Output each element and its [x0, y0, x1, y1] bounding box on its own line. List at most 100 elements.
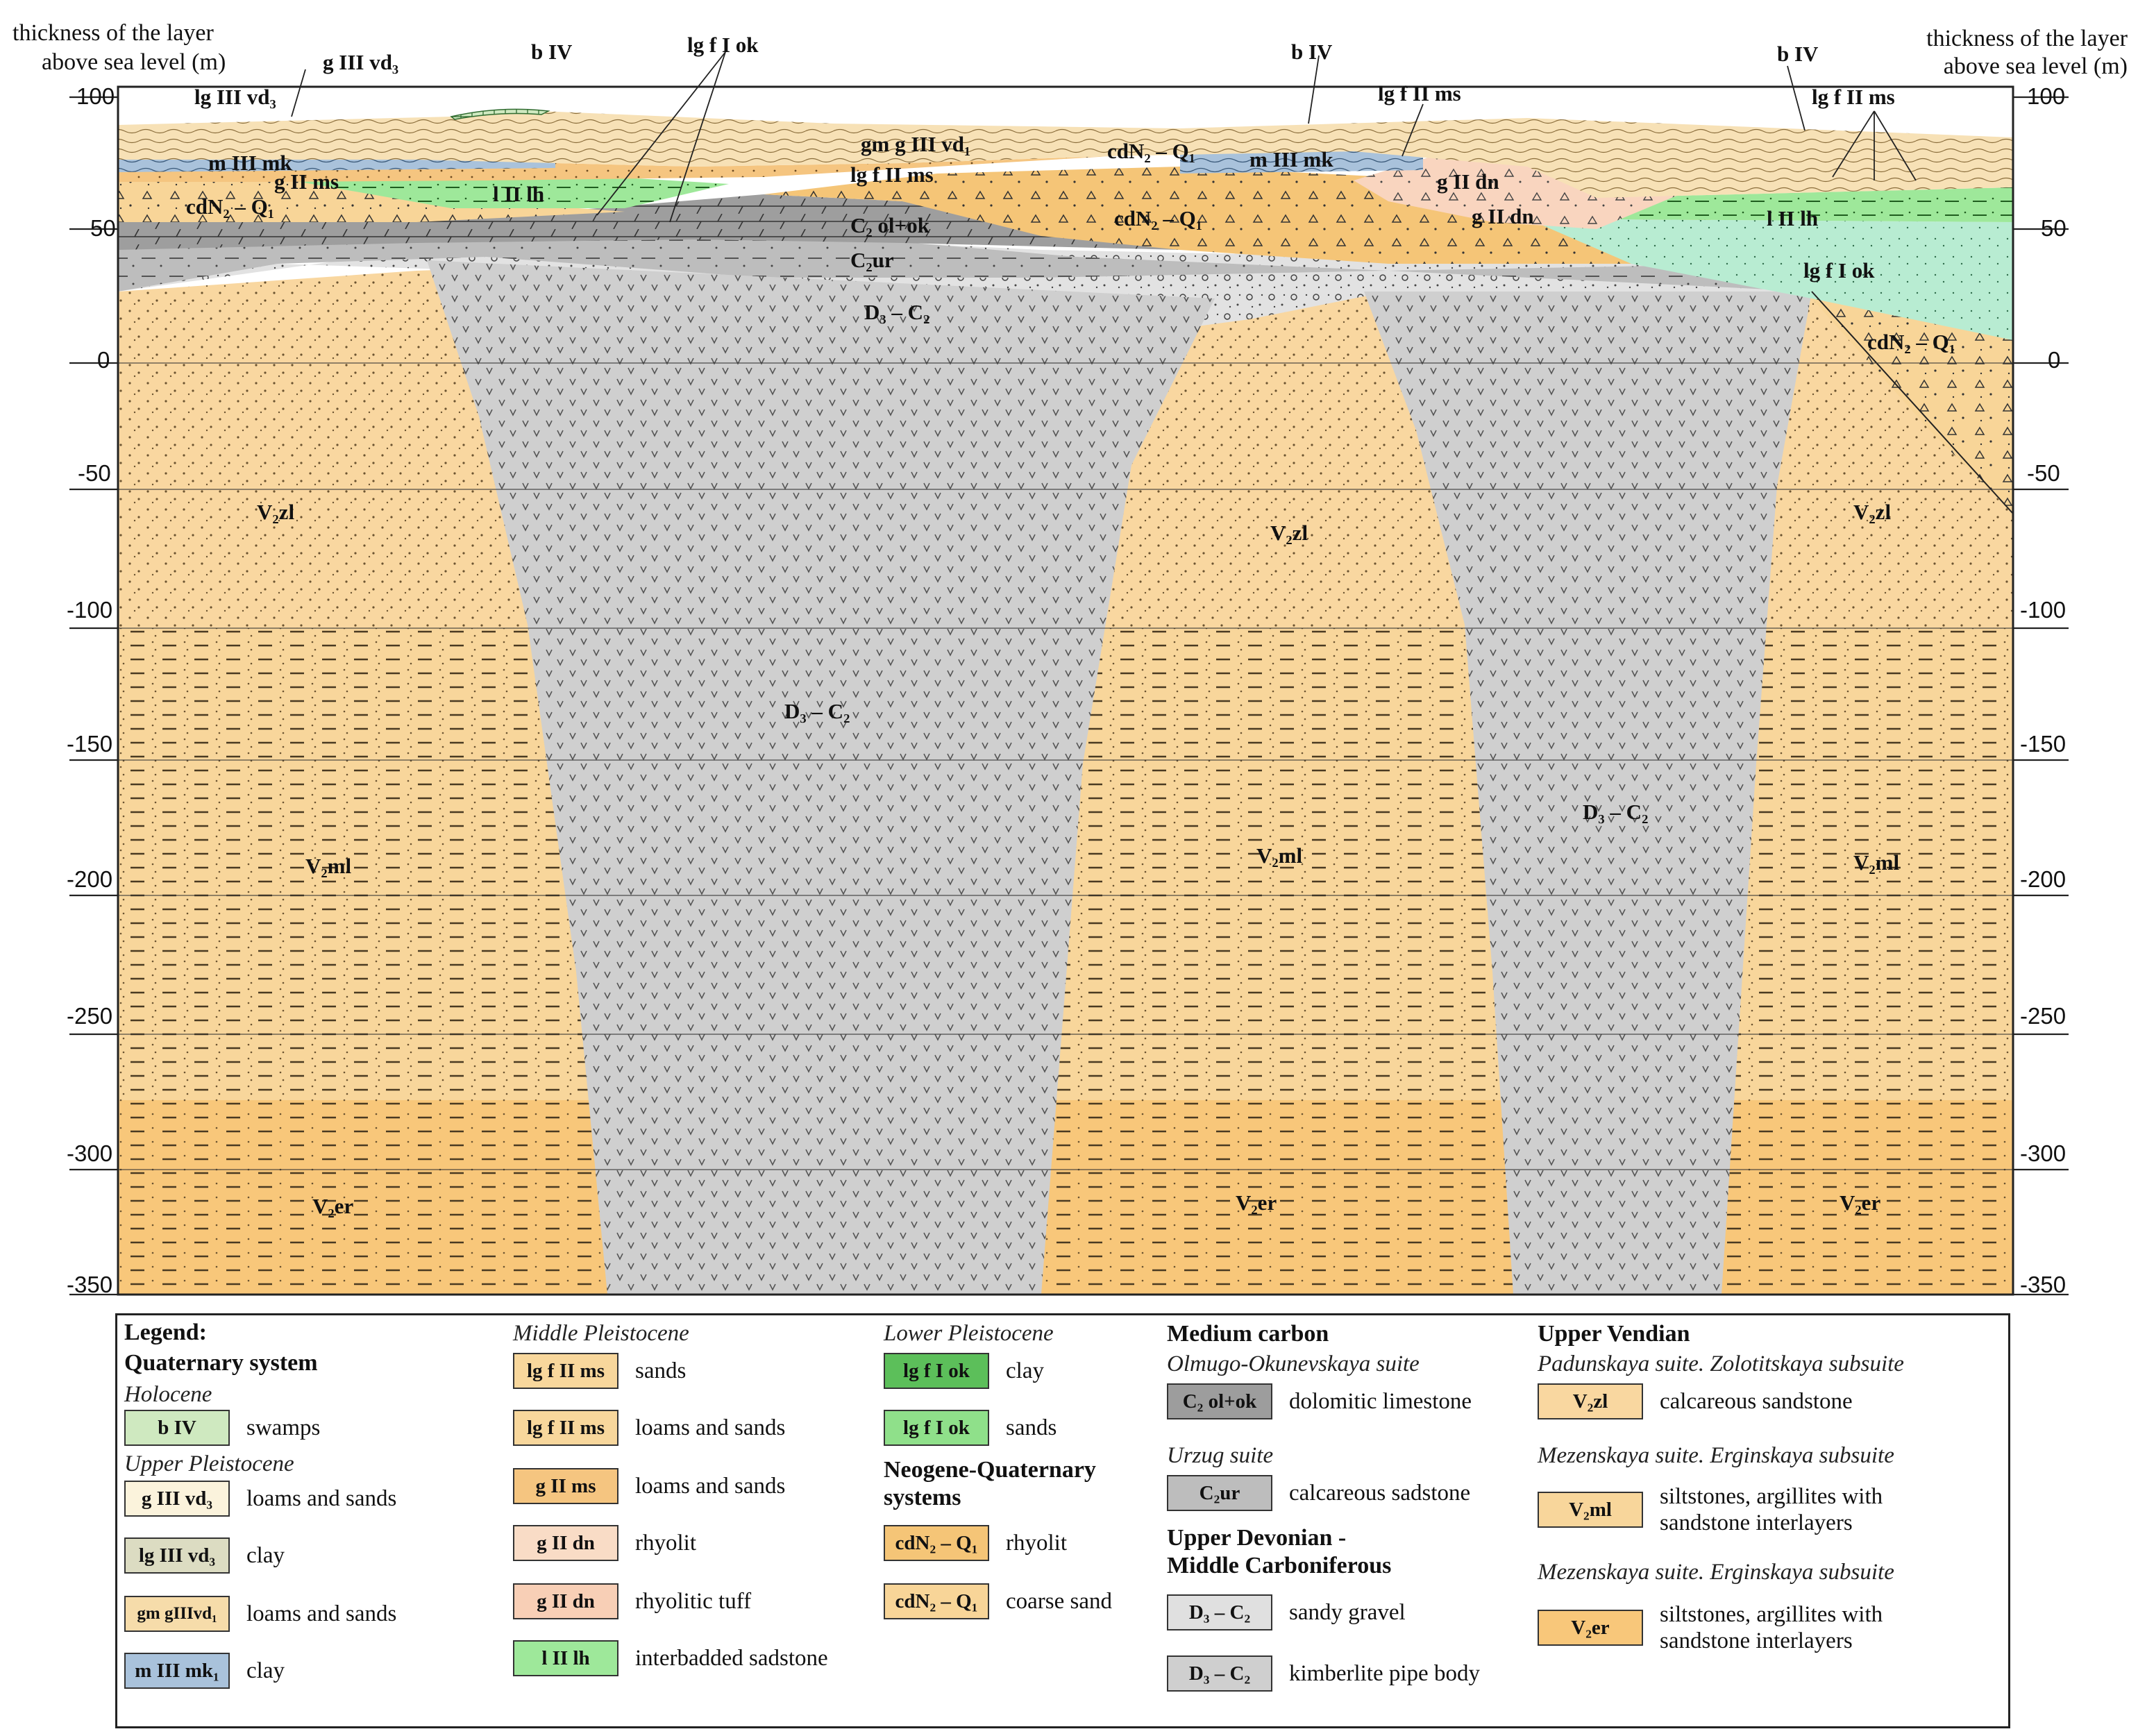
tick-label: -250 [67, 1003, 112, 1029]
left-axis-title-2: above sea level (m) [42, 49, 226, 75]
swatch-lgfIIms-loam: lg f II ms [513, 1410, 618, 1446]
layer-cdN2Q1-left [118, 177, 625, 222]
swatch-gmgIIIvd1: gm gIIIvd₁ [124, 1596, 230, 1632]
layer-C2ur [118, 229, 1812, 292]
label-V2ml-right: V₂ml [1853, 850, 1900, 875]
tick-label: 0 [97, 347, 110, 373]
legend-desc: clay [246, 1543, 285, 1568]
strata [118, 108, 2014, 1295]
swatch-gIIdn-tuff: g II dn [513, 1583, 618, 1619]
legend-olmugo: Olmugo-Okunevskaya suite [1167, 1351, 1420, 1376]
legend-desc: siltstones, argillites with sandstone in… [1660, 1602, 1883, 1653]
legend-upper-vendian: Upper Vendian [1538, 1321, 1690, 1347]
legend-item-V2er: V₂er siltstones, argillites with sandsto… [1538, 1600, 1951, 1655]
legend-desc: sandy gravel [1289, 1600, 1406, 1625]
section-labels: lg III vd₃ g III vd₃ b IV lg f I ok m II… [186, 33, 1955, 1218]
legend-item-lgfIIms-sands: lg f II ms sands [513, 1351, 686, 1390]
tick-label: -350 [2020, 1272, 2066, 1297]
label-V2zl-left: V₂zl [257, 500, 294, 524]
tick-label: -250 [2020, 1003, 2066, 1029]
legend-desc: kimberlite pipe body [1289, 1661, 1480, 1686]
legend-item-gIIms: g II ms loams and sands [513, 1467, 785, 1506]
tick-label: 100 [2027, 83, 2065, 109]
legend-upper-pleistocene: Upper Pleistocene [124, 1451, 294, 1476]
tick-label: 50 [2041, 215, 2067, 241]
right-axis [2013, 96, 2069, 1296]
legend-desc: sands [635, 1358, 687, 1383]
legend-holocene: Holocene [124, 1382, 212, 1407]
tick-label: -150 [67, 731, 112, 757]
legend-desc: coarse sand [1006, 1589, 1113, 1614]
label-lIIlh: l II lh [493, 182, 544, 206]
legend-desc: clay [1006, 1358, 1044, 1383]
layer-lIIlh-left [292, 174, 729, 208]
legend-item-gmgIIIvd1: gm gIIIvd₁ loams and sands [124, 1594, 396, 1633]
legend-mezenskaya-2: Mezenskaya suite. Erginskaya subsuite [1538, 1560, 1894, 1585]
tick-label: 100 [76, 83, 115, 109]
tick-label: -100 [2020, 597, 2066, 623]
legend-item-V2ml: V₂ml siltstones, argillites with sandsto… [1538, 1482, 1951, 1537]
label-V2er-mid: V₂er [1236, 1190, 1277, 1215]
layer-cdN2Q1-right [1812, 298, 2013, 514]
legend-item-lIIlh: l II lh interbadded sadstone [513, 1639, 828, 1678]
layer-C2olok [118, 194, 1180, 250]
right-axis-title-2: above sea level (m) [1944, 53, 2128, 79]
layer-top-sands [118, 111, 2013, 198]
label-V2zl-mid: V₂zl [1270, 521, 1308, 545]
label-cdN2Q1-left: cdN₂ – Q₁ [186, 194, 274, 219]
legend-neogene-2: systems [884, 1485, 961, 1510]
label-lIIlh-right: l II lh [1767, 206, 1818, 230]
legend-desc: sands [1006, 1415, 1057, 1440]
legend-item-gIIdn-rhyolit: g II dn rhyolit [513, 1524, 696, 1562]
label-V2zl-right: V₂zl [1853, 500, 1891, 524]
label-D3C2-gravel: D₃ – C₂ [864, 300, 929, 324]
legend-upper-devonian-2: Middle Carboniferous [1167, 1553, 1392, 1578]
swatch-lgIIIvd3: lg III vd₃ [124, 1537, 230, 1574]
legend-item-lgfIIms-loams: lg f II ms loams and sands [513, 1408, 785, 1447]
legend-desc: rhyolit [1006, 1531, 1067, 1556]
swatch-gIIdn: g II dn [513, 1525, 618, 1561]
legend-item-lgfIok-sands: lg f I ok sands [884, 1408, 1057, 1447]
legend-desc: clay [246, 1658, 285, 1683]
layer-mIIImk-right [1180, 151, 1423, 174]
right-tick-labels: 100 50 0 -50 -100 -150 -200 -250 -300 -3… [2020, 83, 2067, 1297]
swatch-lgfIok-sands: lg f I ok [884, 1410, 989, 1446]
label-bIV-right: b IV [1777, 42, 1819, 66]
geological-cross-section: thickness of the layer above sea level (… [12, 20, 2128, 1297]
swatch-lIIlh: l II lh [513, 1640, 618, 1676]
legend-item-cdN2Q1-sand: cdN₂ – Q₁ coarse sand [884, 1582, 1112, 1621]
left-tick-labels: 100 50 0 -50 -100 -150 -200 -250 -300 -3… [67, 83, 116, 1297]
label-bIV-mid: b IV [1291, 40, 1333, 64]
section-frame [117, 85, 2014, 1296]
legend-title: Legend: [124, 1320, 207, 1345]
right-axis-title-1: thickness of the layer [1926, 26, 2128, 51]
tick-label: -50 [2027, 460, 2060, 486]
label-D3C2-pipe1: D₃ – C₂ [784, 699, 850, 723]
layer-lgfIok-right [1527, 219, 2013, 340]
legend-item-bIV: b IV swamps [124, 1408, 320, 1447]
tick-label: 0 [2048, 347, 2060, 373]
layer-bIV [450, 108, 550, 120]
label-gIIdn-1: g II dn [1437, 169, 1499, 194]
tick-label: -300 [2020, 1140, 2066, 1166]
swatch-mIIImk: m III mk₁ [124, 1653, 230, 1689]
label-V2ml-mid: V₂ml [1256, 843, 1303, 868]
left-axis-title-1: thickness of the layer [12, 20, 214, 46]
label-lgfIok-top: lg f I ok [687, 33, 759, 57]
label-lgfIIms-top: lg f II ms [1378, 81, 1461, 106]
label-V2ml-left: V₂ml [305, 854, 352, 878]
swatch-C2ur: C₂ur [1167, 1475, 1272, 1511]
legend-desc: calcareous sandstone [1660, 1389, 1853, 1414]
label-V2er-left: V₂er [312, 1194, 353, 1218]
pipe-body-2 [1364, 292, 1812, 1295]
legend-desc: loams and sands [635, 1415, 786, 1440]
label-C2ur: C₂ur [850, 248, 894, 272]
tick-label: -350 [67, 1272, 112, 1297]
swatch-cdN2Q1-sand: cdN₂ – Q₁ [884, 1583, 989, 1619]
label-lgfIIms-mid: lg f II ms [850, 162, 934, 187]
swatch-D3C2-gravel: D₃ – C₂ [1167, 1594, 1272, 1630]
legend-item-mIIImk: m III mk₁ clay [124, 1651, 285, 1690]
legend-lower-pleistocene: Lower Pleistocene [884, 1321, 1054, 1346]
label-cdN2Q1-mid: cdN₂ – Q₁ [1114, 206, 1202, 230]
grid [118, 362, 2013, 1170]
